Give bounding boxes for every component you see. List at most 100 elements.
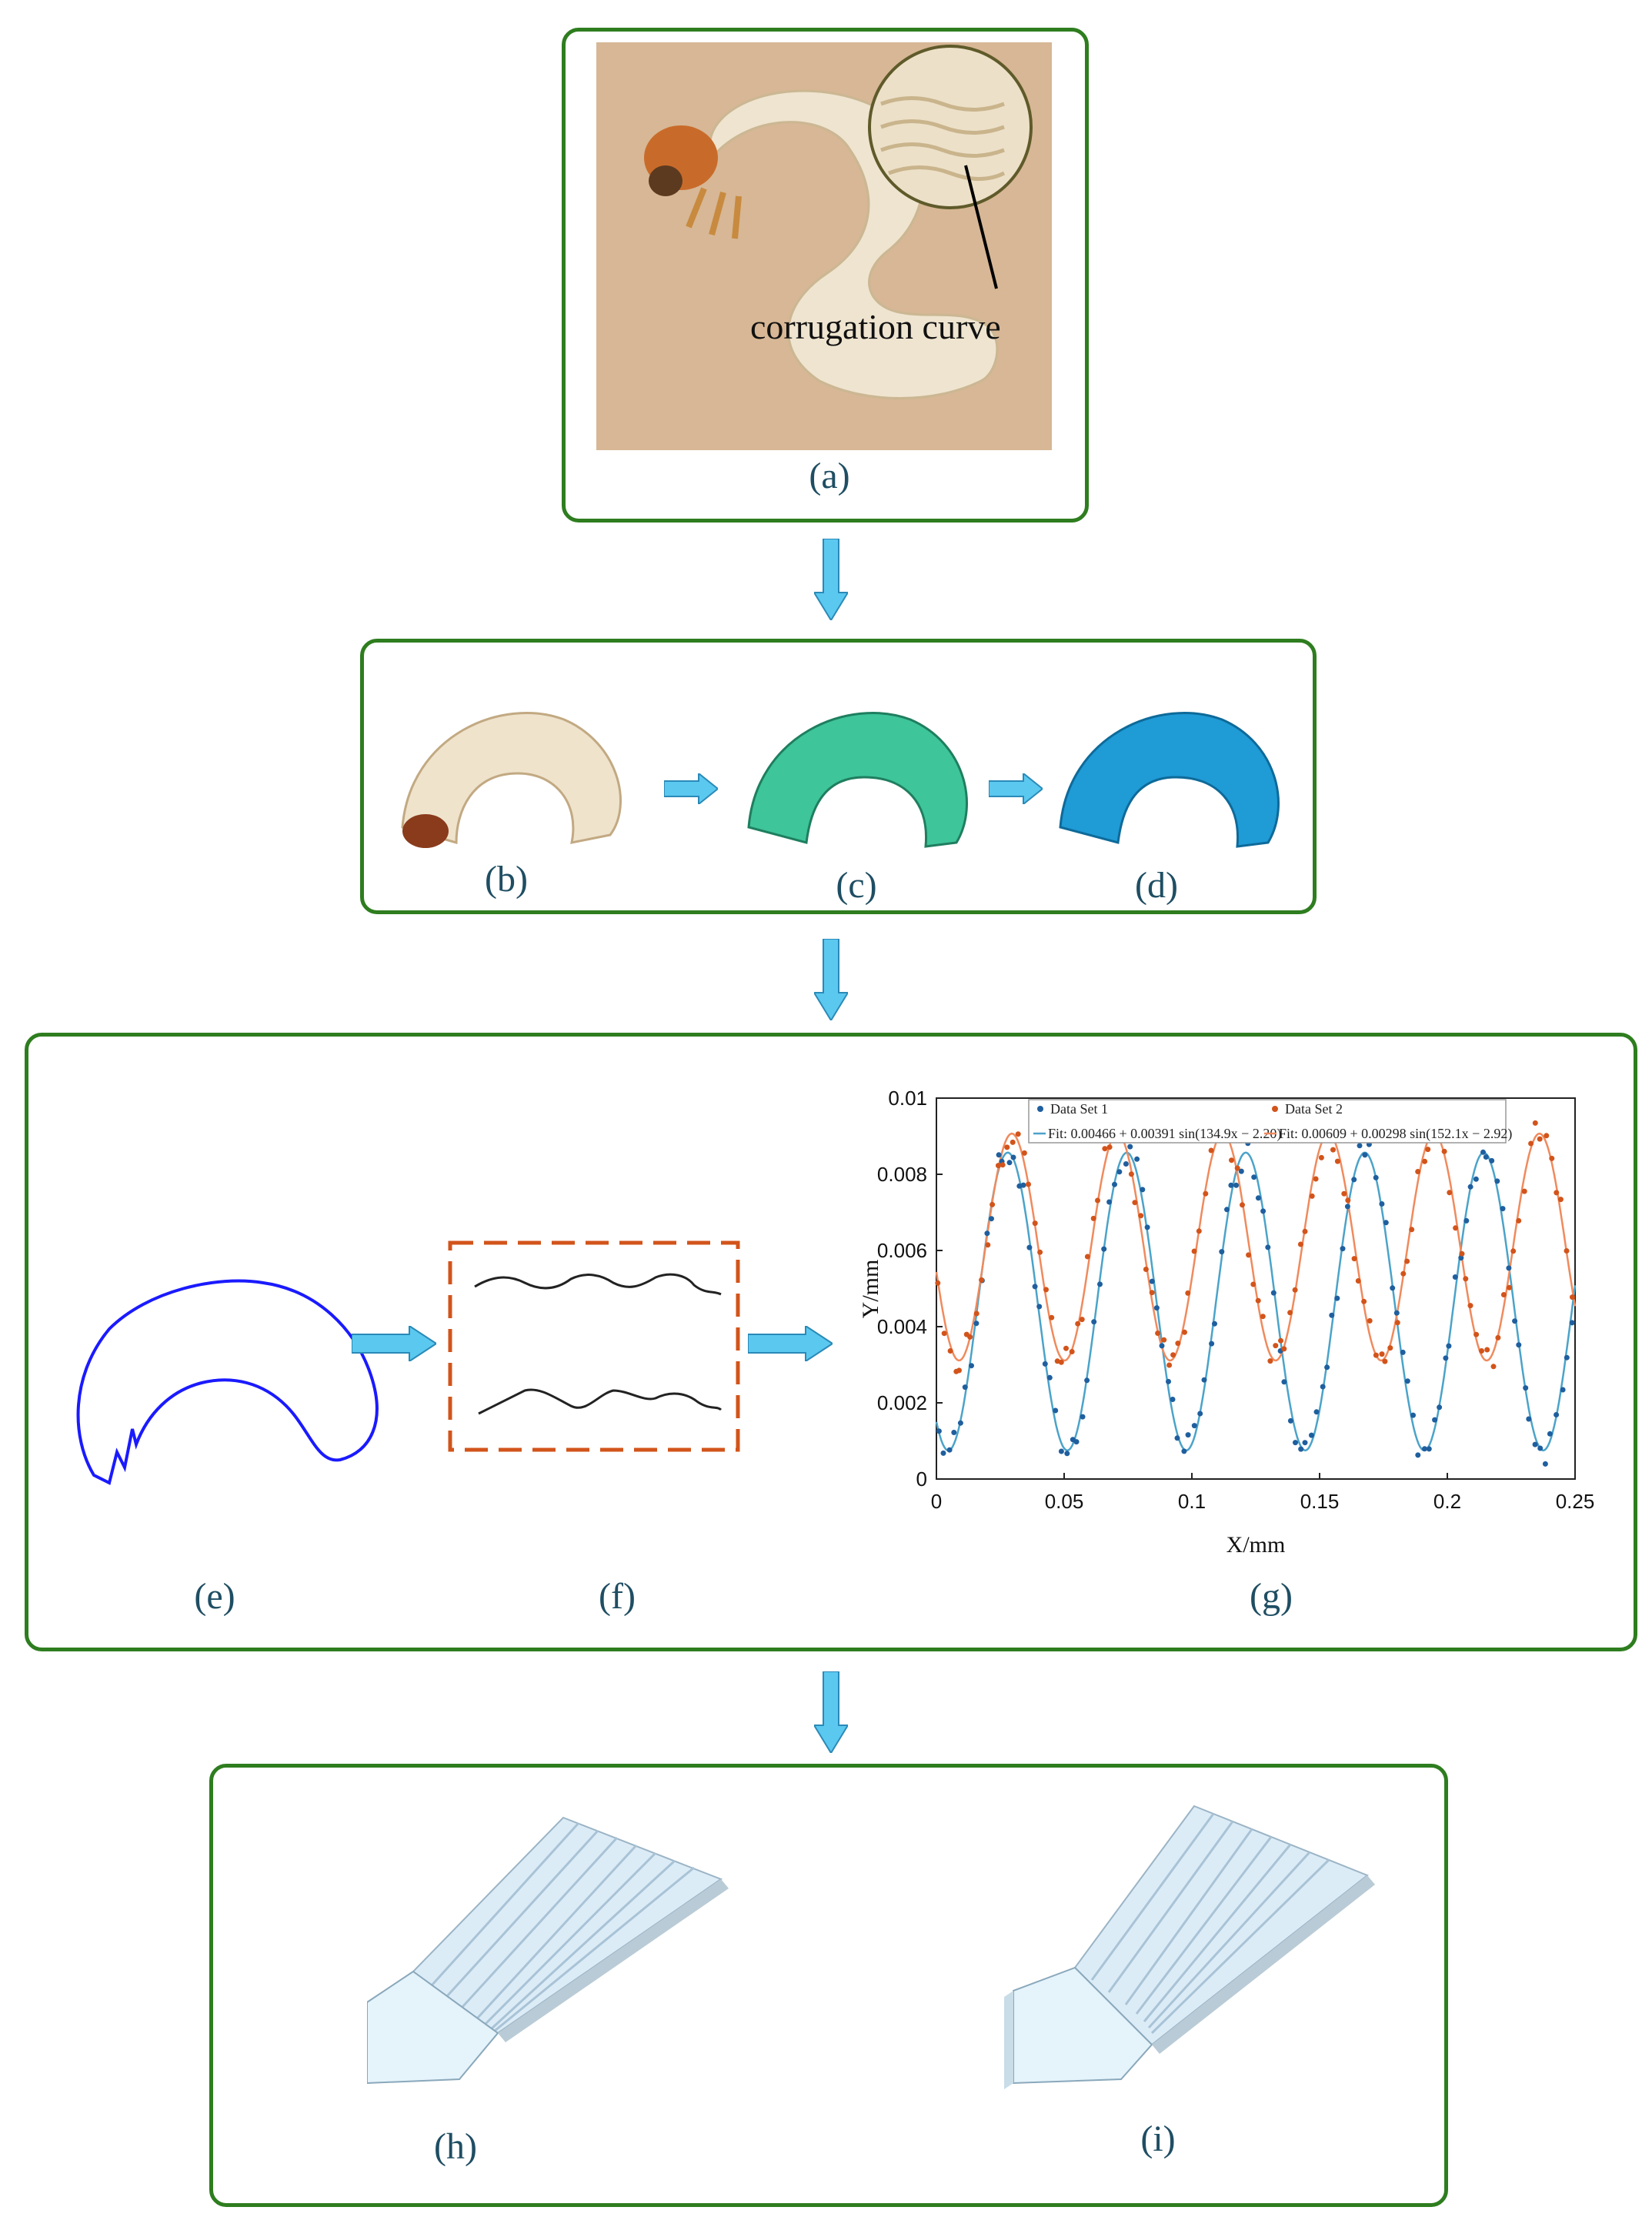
data-point-set-1 <box>1046 1374 1053 1381</box>
data-point-set-2 <box>1510 1248 1517 1254</box>
data-point-set-2 <box>1537 1136 1543 1142</box>
data-point-set-2 <box>1484 1347 1490 1353</box>
right-arrow-cd <box>989 773 1043 804</box>
data-point-set-1 <box>1053 1407 1059 1414</box>
data-point-set-1 <box>1123 1161 1129 1167</box>
data-point-set-2 <box>1273 1343 1279 1349</box>
label-e: (e) <box>194 1576 235 1617</box>
data-point-set-1 <box>1344 1204 1350 1210</box>
data-point-set-1 <box>1112 1181 1117 1187</box>
data-point-set-2 <box>1102 1146 1108 1152</box>
data-point-set-2 <box>1203 1190 1209 1197</box>
data-point-set-1 <box>1458 1255 1464 1261</box>
data-point-set-1 <box>1320 1384 1326 1390</box>
data-point-set-2 <box>947 1348 953 1354</box>
data-point-set-1 <box>1422 1446 1427 1452</box>
data-point-set-1 <box>973 1321 980 1327</box>
data-point-set-1 <box>1526 1416 1532 1422</box>
data-point-set-2 <box>1425 1147 1431 1153</box>
fit-line-1 <box>935 1151 1577 1452</box>
data-point-set-1 <box>1149 1278 1155 1284</box>
y-tick-label: 0.008 <box>877 1163 927 1186</box>
data-point-set-1 <box>1260 1208 1267 1214</box>
data-point-set-2 <box>1170 1352 1176 1358</box>
data-point-set-2 <box>941 1331 947 1337</box>
data-point-set-2 <box>1049 1314 1055 1321</box>
data-point-set-1 <box>1201 1377 1207 1383</box>
down-arrow-1 <box>814 539 848 620</box>
data-point-set-2 <box>1382 1358 1388 1364</box>
data-point-set-1 <box>1340 1246 1346 1252</box>
data-point-set-1 <box>940 1450 946 1456</box>
label-f: (f) <box>599 1576 636 1617</box>
down-arrow-3 <box>814 1671 848 1753</box>
data-point-set-2 <box>1166 1362 1173 1368</box>
data-point-set-1 <box>1313 1409 1320 1415</box>
data-point-set-1 <box>1006 1160 1013 1166</box>
data-point-set-1 <box>1437 1404 1443 1411</box>
data-point-set-1 <box>1351 1177 1357 1183</box>
data-point-set-2 <box>1341 1190 1347 1197</box>
data-point-set-2 <box>1292 1287 1298 1293</box>
data-point-set-2 <box>973 1310 980 1317</box>
data-point-set-2 <box>1495 1334 1501 1341</box>
data-point-set-2 <box>1330 1147 1336 1153</box>
data-point-set-2 <box>1267 1358 1273 1364</box>
data-point-set-2 <box>1043 1287 1049 1293</box>
down-arrow-2 <box>814 939 848 1020</box>
data-point-set-2 <box>1021 1150 1027 1156</box>
data-point-set-2 <box>1026 1181 1031 1187</box>
data-point-set-2 <box>996 1163 1001 1169</box>
x-tick-label: 0.1 <box>1178 1490 1206 1513</box>
data-point-set-2 <box>1138 1213 1144 1219</box>
data-point-set-2 <box>1557 1197 1564 1203</box>
label-i: (i) <box>1140 2118 1176 2159</box>
data-point-set-1 <box>1042 1361 1048 1367</box>
data-point-set-2 <box>1404 1258 1410 1264</box>
data-point-set-1 <box>1032 1284 1038 1290</box>
data-point-set-2 <box>1379 1351 1385 1357</box>
data-point-set-2 <box>1387 1345 1393 1351</box>
data-point-set-1 <box>1512 1318 1518 1324</box>
data-point-set-1 <box>1480 1149 1486 1155</box>
data-point-set-2 <box>1453 1225 1459 1231</box>
data-point-set-2 <box>1479 1348 1484 1354</box>
data-point-set-2 <box>1367 1317 1373 1324</box>
data-point-set-1 <box>1494 1178 1500 1184</box>
data-point-set-1 <box>1026 1244 1033 1250</box>
y-tick-label: 0.004 <box>877 1315 927 1338</box>
right-arrow-bc <box>664 773 718 804</box>
data-point-set-1 <box>1238 1168 1244 1174</box>
data-point-set-2 <box>1161 1337 1167 1343</box>
x-tick-label: 0.2 <box>1433 1490 1461 1513</box>
data-point-set-1 <box>1390 1285 1396 1291</box>
data-point-set-1 <box>1106 1199 1113 1205</box>
data-point-set-2 <box>1400 1270 1407 1277</box>
data-point-set-1 <box>1127 1144 1133 1150</box>
data-point-set-1 <box>1443 1355 1449 1361</box>
data-point-set-1 <box>1281 1379 1287 1385</box>
data-point-set-2 <box>1281 1346 1287 1352</box>
label-b: (b) <box>485 859 528 900</box>
data-point-set-2 <box>1015 1131 1021 1137</box>
data-point-set-1 <box>1197 1411 1203 1417</box>
label-g: (g) <box>1250 1576 1293 1617</box>
y-tick-label: 0.01 <box>888 1090 927 1110</box>
data-point-set-2 <box>1155 1331 1161 1336</box>
data-point-set-2 <box>935 1280 941 1286</box>
data-point-set-2 <box>1309 1193 1315 1199</box>
data-point-set-1 <box>1140 1187 1146 1193</box>
data-point-set-2 <box>1075 1321 1081 1327</box>
data-point-set-1 <box>1362 1152 1368 1158</box>
data-point-set-1 <box>1383 1220 1389 1226</box>
data-point-set-1 <box>1463 1217 1470 1224</box>
data-point-set-1 <box>1426 1446 1432 1452</box>
data-point-set-2 <box>1032 1220 1038 1227</box>
legend: Data Set 1 Data Set 2 Fit: 0.00466 + 0.0… <box>1028 1099 1512 1144</box>
tool-model-h <box>367 1816 729 2085</box>
data-point-set-1 <box>1166 1378 1171 1384</box>
x-axis-label: X/mm <box>1226 1532 1286 1558</box>
data-point-set-1 <box>1228 1182 1234 1188</box>
data-point-set-1 <box>996 1152 1002 1158</box>
y-tick-label: 0.002 <box>877 1391 927 1414</box>
